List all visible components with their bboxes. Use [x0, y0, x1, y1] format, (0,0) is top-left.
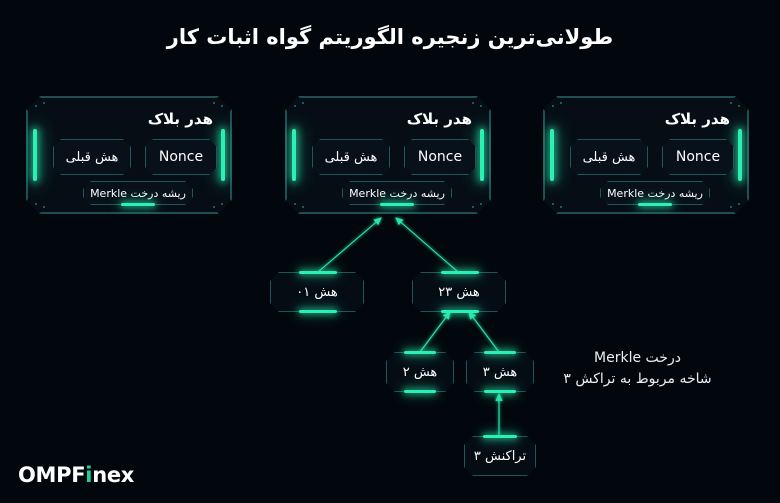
node-top-accent-bar-hash-3 — [484, 351, 516, 354]
corner-dot-icon — [560, 102, 562, 104]
logo-text-main: OMPF — [18, 463, 86, 487]
block-left-connector-bar-3 — [550, 129, 554, 181]
tree-node-hash-01[interactable]: هش ۰۱ — [270, 272, 364, 312]
block-header-title-3: هدر بلاک — [664, 110, 730, 128]
corner-dot-icon — [552, 105, 554, 107]
block-card-1[interactable]: هدر بلاک هش قبلی Nonce ریشه درخت Merkle — [26, 96, 232, 214]
corner-dot-icon — [738, 105, 740, 107]
block-left-connector-bar-2 — [292, 129, 296, 181]
node-top-accent-bar-hash-23 — [441, 271, 479, 274]
caption-line-2: شاخه مربوط به تراکش ۳ — [563, 371, 712, 387]
node-bottom-accent-bar-hash-01 — [299, 310, 337, 313]
corner-dot-icon — [294, 105, 296, 107]
block-card-3[interactable]: هدر بلاک هش قبلی Nonce ریشه درخت Merkle — [543, 96, 749, 214]
block-left-connector-bar-1 — [33, 129, 37, 181]
tree-node-hash-2[interactable]: هش ۲ — [386, 352, 454, 392]
tree-node-hash-3[interactable]: هش ۳ — [466, 352, 534, 392]
corner-dot-icon — [302, 102, 304, 104]
merkle-root-field-2[interactable]: ریشه درخت Merkle — [342, 181, 452, 205]
corner-dot-icon — [35, 105, 37, 107]
tree-node-hash-23[interactable]: هش ۲۳ — [412, 272, 506, 312]
corner-dot-icon — [294, 203, 296, 205]
prev-hash-field-3[interactable]: هش قبلی — [570, 139, 648, 175]
nonce-field-2[interactable]: Nonce — [404, 139, 476, 175]
corner-dot-icon — [35, 203, 37, 205]
corner-dot-icon — [738, 203, 740, 205]
page-title: طولانی‌ترین زنجیره الگوریتم گواه اثبات ک… — [166, 25, 614, 49]
block-inner-border-3 — [544, 97, 748, 213]
corner-dot-icon — [213, 102, 215, 104]
caption-line-1: درخت Merkle — [594, 350, 681, 366]
corner-dot-icon — [480, 203, 482, 205]
block-right-connector-bar-2 — [480, 129, 484, 181]
corner-dot-icon — [730, 206, 732, 208]
merkle-tree-caption: درخت Merkle شاخه مربوط به تراکش ۳ — [545, 348, 730, 390]
block-right-connector-bar-1 — [221, 129, 225, 181]
merkle-root-field-1[interactable]: ریشه درخت Merkle — [83, 181, 193, 205]
node-top-accent-bar-transaction-3 — [483, 435, 517, 438]
block-right-connector-bar-3 — [738, 129, 742, 181]
corner-dot-icon — [472, 102, 474, 104]
node-bottom-accent-bar-hash-3 — [484, 390, 516, 393]
block-header-title-2: هدر بلاک — [406, 110, 472, 128]
corner-dot-icon — [221, 203, 223, 205]
corner-dot-icon — [552, 203, 554, 205]
corner-dot-icon — [221, 105, 223, 107]
node-top-accent-bar-hash-2 — [404, 351, 436, 354]
prev-hash-field-1[interactable]: هش قبلی — [53, 139, 131, 175]
merkle-root-accent-bar-3 — [638, 203, 672, 206]
corner-dot-icon — [560, 206, 562, 208]
block-inner-border-1 — [27, 97, 231, 213]
corner-dot-icon — [730, 102, 732, 104]
block-inner-border-2 — [286, 97, 490, 213]
nonce-field-3[interactable]: Nonce — [662, 139, 734, 175]
corner-dot-icon — [302, 206, 304, 208]
corner-dot-icon — [43, 206, 45, 208]
corner-dot-icon — [213, 206, 215, 208]
merkle-root-accent-bar-1 — [121, 203, 155, 206]
node-bottom-accent-bar-hash-2 — [404, 390, 436, 393]
prev-hash-field-2[interactable]: هش قبلی — [312, 139, 390, 175]
tree-node-transaction-3[interactable]: تراکنش ۳ — [464, 436, 536, 476]
logo-text-tail: nex — [92, 463, 135, 487]
nonce-field-1[interactable]: Nonce — [145, 139, 217, 175]
corner-dot-icon — [472, 206, 474, 208]
corner-dot-icon — [480, 105, 482, 107]
block-card-2[interactable]: هدر بلاک هش قبلی Nonce ریشه درخت Merkle — [285, 96, 491, 214]
node-bottom-accent-bar-hash-23 — [441, 310, 479, 313]
logo-text-accent: i — [85, 463, 93, 487]
node-top-accent-bar-hash-01 — [299, 271, 337, 274]
corner-dot-icon — [43, 102, 45, 104]
merkle-root-accent-bar-2 — [380, 203, 414, 206]
block-header-title-1: هدر بلاک — [147, 110, 213, 128]
merkle-root-field-3[interactable]: ریشه درخت Merkle — [600, 181, 710, 205]
ompfinex-logo: OMPFinex — [18, 463, 134, 487]
